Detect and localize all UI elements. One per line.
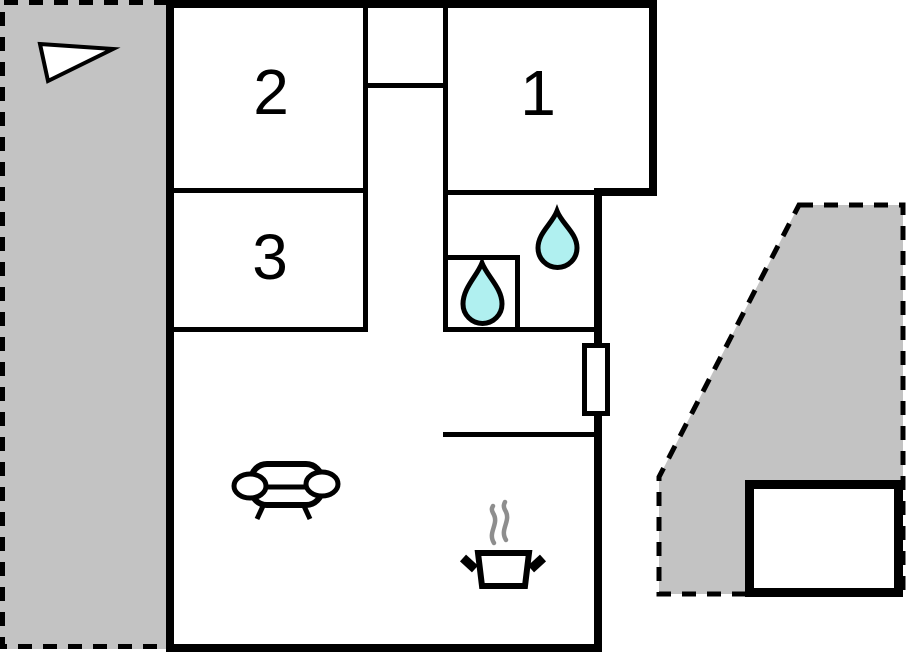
- sofa-leg-left: [254, 504, 266, 521]
- wall-closet-divider: [363, 83, 448, 88]
- wall-east-lower: [594, 188, 602, 652]
- left-patio-area: [0, 0, 168, 649]
- room-3-label: 3: [252, 221, 288, 293]
- wall-east-upper: [649, 0, 657, 196]
- steam-line-right: [501, 499, 510, 543]
- wall-corridor-right: [443, 8, 448, 332]
- shed-outline: [745, 480, 903, 597]
- north-arrow-icon: [37, 41, 121, 84]
- sofa-armrest-right: [303, 469, 341, 499]
- sofa-armrest-left: [231, 471, 269, 501]
- wall-corridor-left: [363, 8, 368, 332]
- exterior-walls: [166, 0, 657, 652]
- water-drop-icon-bath: [535, 204, 580, 270]
- wall-step: [594, 188, 657, 196]
- terrace-area: [656, 202, 906, 597]
- bathroom-icons: [460, 204, 580, 326]
- sofa-leg-right: [301, 504, 313, 521]
- wall-kitchen-divider: [443, 432, 594, 437]
- wall-room2-room3: [174, 188, 363, 193]
- water-drop-icon-shower: [460, 256, 505, 326]
- wall-bath-north: [448, 190, 594, 195]
- left-patio-fill: [0, 0, 168, 649]
- wall-room3-south: [174, 327, 368, 332]
- cooking-pot-icon: [459, 499, 547, 589]
- left-patio-dashed-border: [0, 0, 168, 649]
- pot-body: [474, 550, 533, 589]
- wall-bath-south: [443, 327, 594, 332]
- window-marker: [582, 343, 610, 416]
- pot-handle-left: [459, 554, 479, 573]
- room-2-label: 2: [253, 56, 289, 128]
- wall-south: [166, 644, 602, 652]
- steam-line-left: [489, 503, 498, 546]
- room-1-label: 1: [520, 57, 556, 129]
- pot-handle-right: [527, 554, 547, 573]
- wall-west: [166, 0, 174, 652]
- sofa-icon: [231, 461, 341, 521]
- wall-shower-east: [515, 255, 520, 332]
- wall-north: [166, 0, 657, 8]
